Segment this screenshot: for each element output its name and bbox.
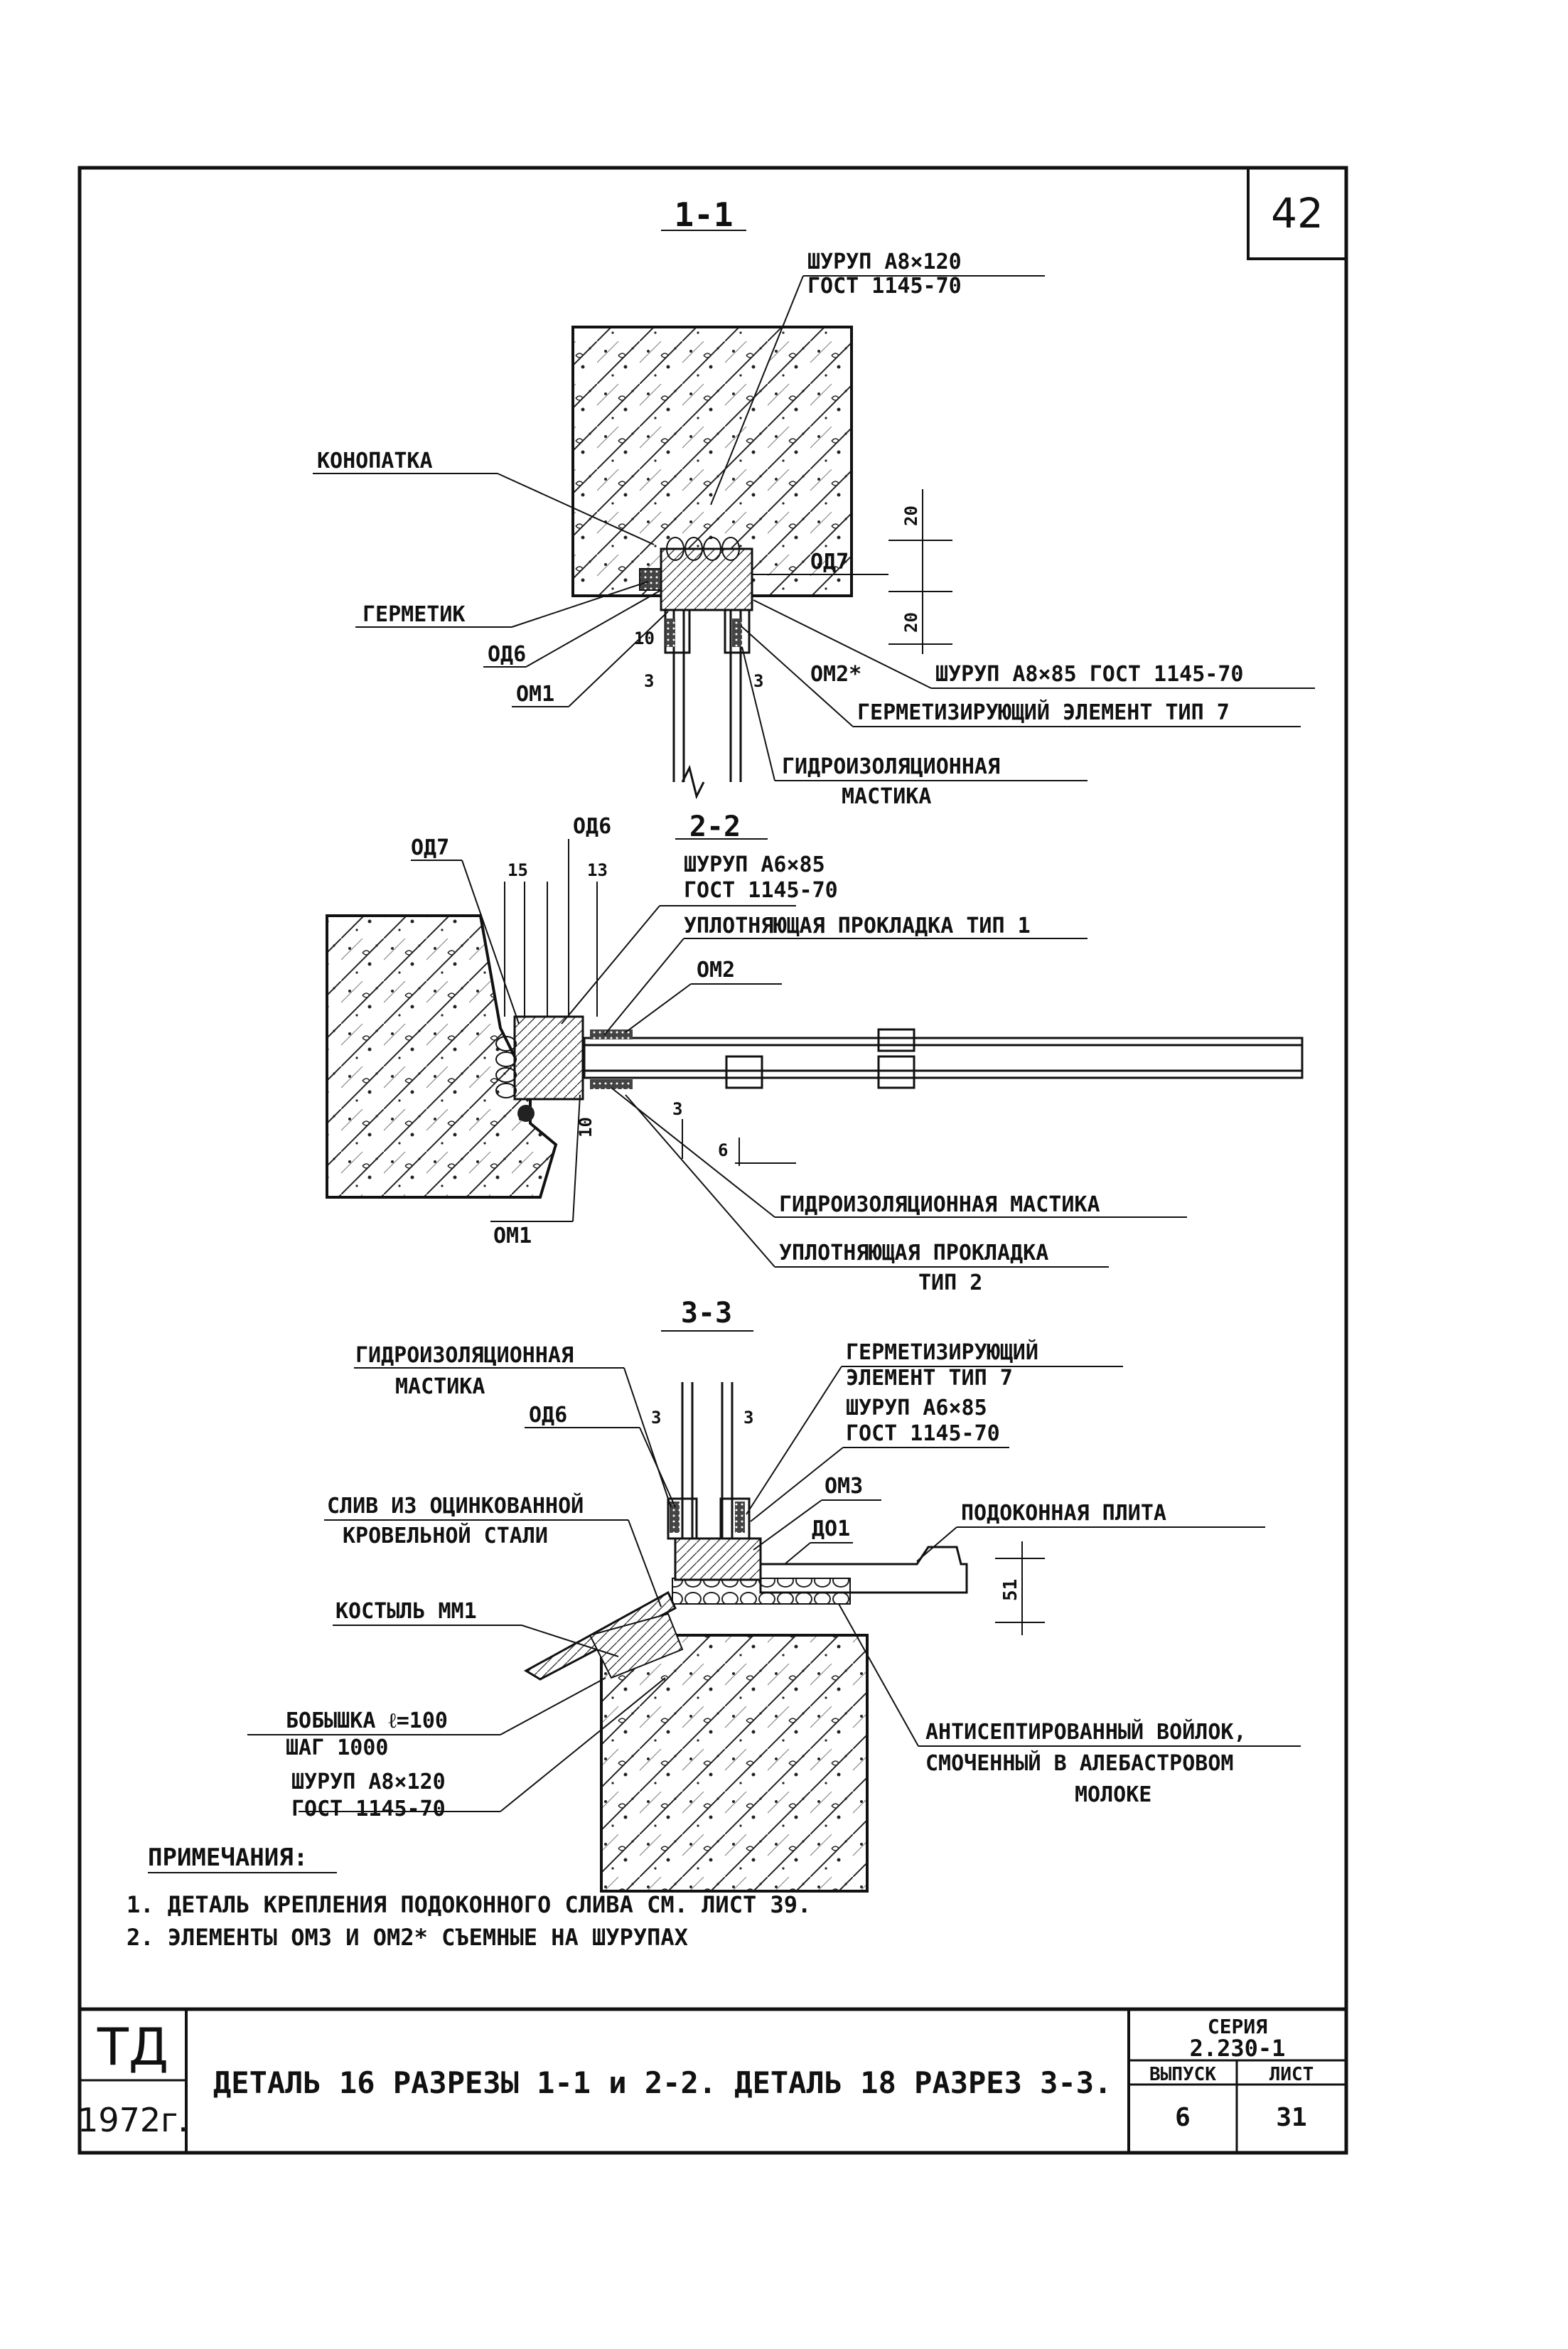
section-2-screw-label-2: ГОСТ 1145-70 <box>684 878 838 903</box>
section-2-concrete <box>326 914 558 1199</box>
section-1-title: 1-1 <box>674 196 733 234</box>
section-3-dim-3a: 3 <box>651 1408 661 1428</box>
section-3-title: 3-3 <box>681 1297 732 1329</box>
section-1-konopatka-label: КОНОПАТКА <box>317 449 433 473</box>
section-3-frame <box>674 1537 762 1581</box>
year: 1972г. <box>77 2101 188 2139</box>
section-3-screw-label-2: ГОСТ 1145-70 <box>846 1421 1000 1446</box>
section-2-gasket2-label-2: ТИП 2 <box>918 1270 982 1295</box>
section-2-gasket2-label-1: УПЛОТНЯЮЩАЯ ПРОКЛАДКА <box>779 1241 1048 1266</box>
section-2-gasket1-label: УПЛОТНЯЮЩАЯ ПРОКЛАДКА ТИП 1 <box>684 914 1031 938</box>
section-2-2: 2-2 ОД7 ОД6 ШУРУП А6×85 ГОСТ 1145-70 УПЛ… <box>326 810 1304 1295</box>
section-3-od6-label: ОД6 <box>529 1403 567 1428</box>
note-1: 1. ДЕТАЛЬ КРЕПЛЕНИЯ ПОДОКОННОГО СЛИВА СМ… <box>127 1891 811 1918</box>
section-3-do1-label: ДО1 <box>812 1516 850 1541</box>
section-2-title: 2-2 <box>689 810 741 843</box>
section-2-dim-13: 13 <box>587 860 608 880</box>
section-1-dim-10: 10 <box>634 628 655 648</box>
section-3-dim-51: 51 <box>1000 1579 1021 1601</box>
page-number: 42 <box>1271 189 1323 237</box>
section-3-3: 3-3 ГИДРОИЗОЛЯЦИОННАЯ МАСТИКА ОД6 ГЕРМЕТ… <box>247 1297 1301 1893</box>
section-1-dim-20a: 20 <box>901 505 921 526</box>
section-1-mastic-label-2: МАСТИКА <box>842 784 931 809</box>
section-3-felt-label-2: СМОЧЕННЫЙ В АЛЕБАСТРОВОМ <box>925 1750 1233 1776</box>
section-1-od6-label: ОД6 <box>488 642 526 667</box>
section-1-screw-a8x85-label: ШУРУП А8×85 ГОСТ 1145-70 <box>935 662 1243 687</box>
section-2-dim-3: 3 <box>672 1099 682 1119</box>
sheet-value: 31 <box>1276 2103 1306 2132</box>
notes-heading: ПРИМЕЧАНИЯ: <box>148 1844 308 1872</box>
section-2-dim-10: 10 <box>576 1117 596 1138</box>
series-value: 2.230-1 <box>1190 2035 1286 2062</box>
section-3-screw2-label-2: ГОСТ 1145-70 <box>291 1797 446 1821</box>
sheet-label: ЛИСТ <box>1269 2064 1314 2085</box>
section-1-screw-label-2: ГОСТ 1145-70 <box>807 274 962 299</box>
issue-value: 6 <box>1175 2103 1191 2132</box>
section-2-od6-label: ОД6 <box>573 814 611 839</box>
section-1-1: 1-1 ШУРУП А8×120 ГОСТ 1145-70 КОНОПАТКА … <box>313 196 1315 809</box>
section-2-frame <box>513 1015 584 1101</box>
section-1-dim-3b: 3 <box>753 671 763 691</box>
sheet-frame <box>77 166 1348 2155</box>
section-3-sill-plate-label: ПОДОКОННАЯ ПЛИТА <box>961 1501 1166 1526</box>
section-2-om2-label: ОМ2 <box>697 958 735 983</box>
section-2-dim-15: 15 <box>508 860 528 880</box>
section-1-seal-type7-label: ГЕРМЕТИЗИРУЮЩИЙ ЭЛЕМЕНТ ТИП 7 <box>857 700 1230 725</box>
notes: ПРИМЕЧАНИЯ: 1. ДЕТАЛЬ КРЕПЛЕНИЯ ПОДОКОНН… <box>127 1844 811 1951</box>
section-3-dim-3b: 3 <box>743 1408 753 1428</box>
section-2-screw-label-1: ШУРУП А6×85 <box>684 852 825 877</box>
section-1-frame <box>660 547 753 611</box>
section-1-mastic-label-1: ГИДРОИЗОЛЯЦИОННАЯ <box>782 754 1000 779</box>
section-3-felt-label-1: АНТИСЕПТИРОВАННЫЙ ВОЙЛОК, <box>925 1719 1247 1745</box>
section-2-od7-label: ОД7 <box>411 835 449 860</box>
section-3-seal-label-2: ЭЛЕМЕНТ ТИП 7 <box>846 1366 1013 1391</box>
section-3-seal-label-1: ГЕРМЕТИЗИРУЮЩИЙ <box>846 1339 1038 1365</box>
section-3-drip-label-2: КРОВЕЛЬНОЙ СТАЛИ <box>343 1523 548 1548</box>
section-1-germetik-label: ГЕРМЕТИК <box>363 602 466 627</box>
section-3-screw2-label-1: ШУРУП А8×120 <box>291 1770 446 1794</box>
section-3-boss-label-2: ШАГ 1000 <box>286 1735 389 1760</box>
section-3-felt-label-3: МОЛОКЕ <box>1075 1782 1151 1807</box>
section-3-mastic-label-2: МАСТИКА <box>395 1374 485 1399</box>
section-3-boss-label-1: БОБЫШКА ℓ=100 <box>286 1708 448 1733</box>
section-1-sealant <box>639 568 662 591</box>
title-block: 42 ТД 1972г. ДЕТАЛЬ 16 РАЗРЕЗЫ 1-1 и 2-2… <box>77 189 1323 2139</box>
section-2-om1-label: ОМ1 <box>493 1224 532 1248</box>
section-2-mastic-label: ГИДРОИЗОЛЯЦИОННАЯ МАСТИКА <box>779 1192 1100 1217</box>
section-1-om2-label: ОМ2* <box>810 662 861 687</box>
series-label: СЕРИЯ <box>1208 2015 1267 2038</box>
issue-label: ВЫПУСК <box>1149 2064 1216 2085</box>
section-2-sealant <box>517 1105 535 1122</box>
section-1-om1-label: ОМ1 <box>516 682 554 707</box>
section-1-screw-label-1: ШУРУП А8×120 <box>807 250 962 274</box>
note-2: 2. ЭЛЕМЕНТЫ ОМ3 И ОМ2* СЪЕМНЫЕ НА ШУРУПА… <box>127 1924 688 1951</box>
section-3-kostyl-label: КОСТЫЛЬ ММ1 <box>335 1599 477 1624</box>
section-3-drip-label-1: СЛИВ ИЗ ОЦИНКОВАННОЙ <box>327 1493 584 1519</box>
org-mark: ТД <box>97 2017 168 2077</box>
section-3-mastic-label-1: ГИДРОИЗОЛЯЦИОННАЯ <box>355 1343 574 1368</box>
section-3-om3-label: ОМ3 <box>825 1474 863 1499</box>
section-1-od7-label: ОД7 <box>810 550 849 574</box>
sheet-title: ДЕТАЛЬ 16 РАЗРЕЗЫ 1-1 и 2-2. ДЕТАЛЬ 18 Р… <box>213 2065 1112 2100</box>
section-3-screw-label-1: ШУРУП А6×85 <box>846 1396 987 1420</box>
section-2-dim-6: 6 <box>718 1140 728 1160</box>
section-1-dim-20b: 20 <box>901 612 921 633</box>
section-1-dim-3a: 3 <box>644 671 654 691</box>
section-3-concrete <box>600 1634 869 1893</box>
